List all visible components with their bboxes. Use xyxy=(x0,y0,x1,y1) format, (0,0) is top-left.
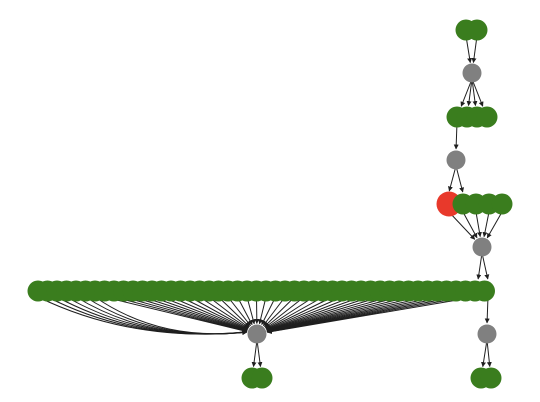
species-to-reaction-edge xyxy=(199,296,249,329)
species-node xyxy=(474,280,495,302)
reaction-node xyxy=(477,324,497,344)
species-to-reaction-edge xyxy=(237,296,253,326)
species-to-reaction-edge xyxy=(123,296,248,333)
species-to-reaction-edge xyxy=(475,211,482,238)
reaction-to-species-edge xyxy=(251,339,258,368)
species-to-reaction-edge xyxy=(142,296,248,332)
species-to-reaction-edge xyxy=(448,211,476,240)
reaction-to-species-edge xyxy=(481,252,490,280)
reaction-to-species-edge xyxy=(460,78,473,107)
species-to-reaction-edge xyxy=(227,296,251,327)
reaction-node xyxy=(446,150,466,170)
reaction-to-species-edge xyxy=(471,78,484,107)
reaction-to-species-edge xyxy=(481,339,488,368)
species-to-reaction-edge xyxy=(208,296,250,328)
species-to-reaction-edge xyxy=(266,296,352,331)
species-to-reaction-edge xyxy=(266,296,343,331)
species-to-reaction-edge xyxy=(151,296,248,332)
species-node xyxy=(466,19,488,41)
species-to-reaction-edge xyxy=(265,296,333,330)
reaction-to-species-edge xyxy=(476,252,483,280)
species-to-reaction-edge xyxy=(132,296,248,333)
reaction-to-species-edge xyxy=(256,339,263,368)
species-to-reaction-edge xyxy=(261,296,276,326)
species-node xyxy=(251,367,273,389)
reaction-to-species-edge xyxy=(466,78,473,107)
species-to-reaction-edge xyxy=(258,296,267,325)
edges-layer xyxy=(37,35,503,368)
species-node xyxy=(476,106,498,128)
species-to-reaction-edge xyxy=(218,296,250,328)
species-to-reaction-edge xyxy=(113,296,248,333)
reaction-to-species-edge xyxy=(455,165,465,193)
reaction-to-species-edge xyxy=(448,165,457,192)
species-to-reaction-edge xyxy=(264,296,305,328)
reaction-node xyxy=(472,237,492,257)
species-to-reaction-edge xyxy=(161,296,248,331)
species-node xyxy=(491,193,513,215)
reaction-to-species-edge xyxy=(486,339,492,368)
species-to-reaction-edge xyxy=(486,211,503,239)
species-to-reaction-edge xyxy=(262,296,286,327)
species-to-reaction-edge xyxy=(462,211,478,239)
species-to-reaction-edge xyxy=(266,296,362,332)
species-to-reaction-edge xyxy=(266,296,400,333)
species-to-reaction-edge xyxy=(266,296,381,333)
species-to-reaction-edge xyxy=(266,296,390,333)
species-to-reaction-edge xyxy=(180,296,248,330)
species-to-reaction-edge xyxy=(264,296,295,327)
species-to-reaction-edge xyxy=(266,296,371,332)
species-to-reaction-edge xyxy=(266,296,476,334)
reaction-node xyxy=(462,63,482,83)
species-to-reaction-edge xyxy=(265,296,324,330)
species-to-reaction-edge xyxy=(104,296,248,333)
reaction-node xyxy=(247,324,267,344)
nodes-layer xyxy=(27,19,513,389)
species-to-reaction-edge xyxy=(170,296,248,331)
reaction-to-species-edge xyxy=(471,78,478,107)
species-node xyxy=(480,367,502,389)
species-to-reaction-edge xyxy=(482,211,490,238)
species-to-reaction-edge xyxy=(189,296,249,330)
species-to-reaction-edge xyxy=(484,296,490,324)
species-to-reaction-edge xyxy=(246,296,256,325)
species-to-reaction-edge xyxy=(265,296,314,329)
species-to-reaction-edge xyxy=(94,296,248,335)
